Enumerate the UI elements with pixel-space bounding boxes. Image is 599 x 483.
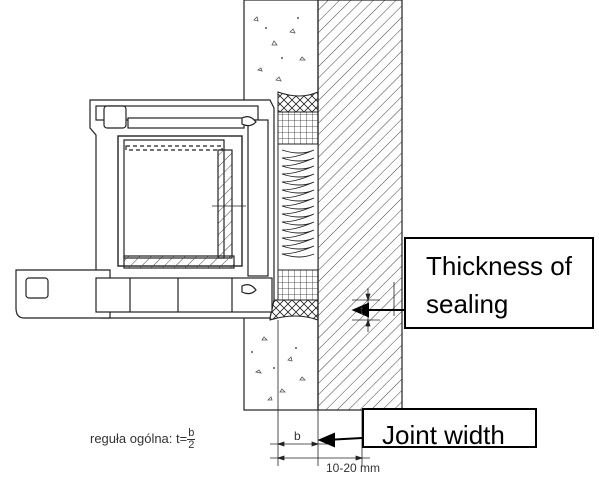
joint-backer-top: [277, 111, 319, 145]
joint-foam-insulation: [277, 143, 319, 271]
rule-numerator: b: [187, 427, 196, 440]
callout-thickness-line1: Thickness of: [426, 251, 572, 281]
callout-joint-width-text: Joint width: [382, 420, 505, 448]
callout-thickness-of-sealing: Thickness of sealing: [404, 237, 594, 329]
callout-joint-width: Joint width: [362, 408, 537, 448]
rule-denominator: 2: [188, 439, 195, 451]
dimension-lines: [270, 282, 395, 466]
rule-prefix: reguła ogólna: t=: [90, 430, 188, 446]
dimension-label-b: b: [294, 429, 301, 443]
joint-backer-bottom: [277, 269, 319, 301]
leader-arrows: [317, 302, 404, 448]
dimension-label-t: t: [360, 305, 363, 317]
joint-sealant-top: [277, 91, 319, 113]
dimension-label-range: 10-20 mm: [326, 461, 380, 475]
window-frame-profile: [15, 99, 275, 319]
joint-sealant-bottom: [269, 299, 319, 321]
callout-thickness-line2: sealing: [426, 289, 509, 319]
masonry-wall-layer: [317, 0, 403, 411]
